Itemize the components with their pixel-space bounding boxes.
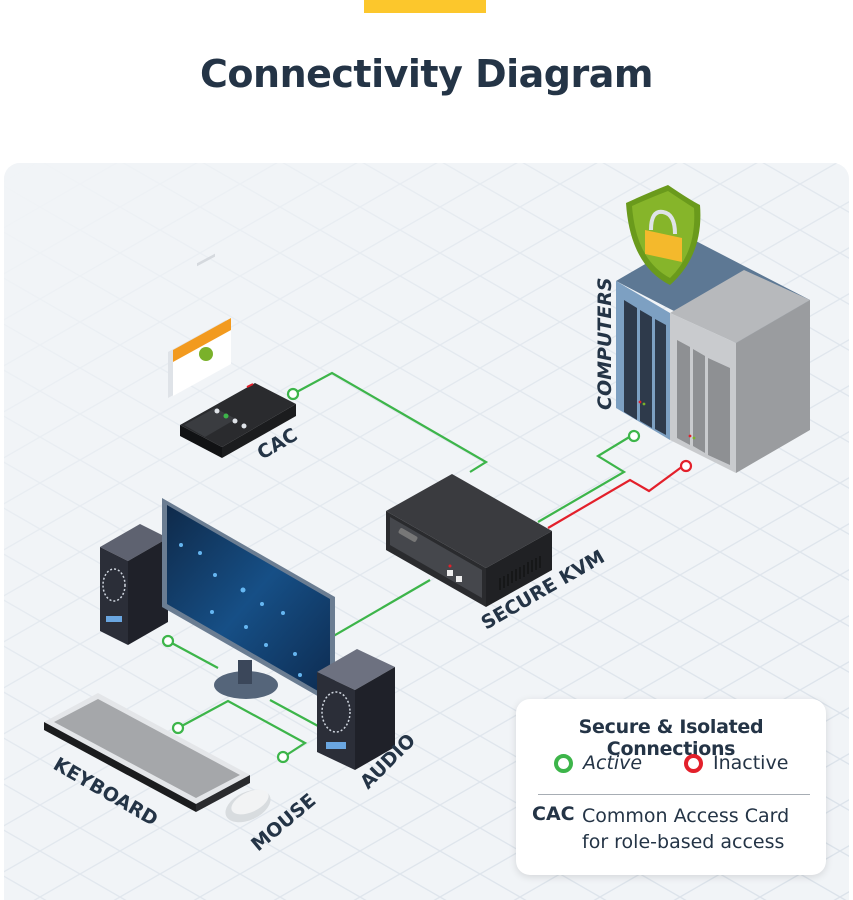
keyboard <box>44 693 250 812</box>
legend-card: Secure & Isolated Connections Active Ina… <box>516 699 826 875</box>
inactive-ring-icon <box>684 753 703 773</box>
active-ring-icon <box>554 753 573 773</box>
speaker-right-audio <box>317 649 395 770</box>
connection-keyboard <box>177 699 308 757</box>
legend-abbreviation-definition: Common Access Card for role-based access <box>582 805 790 853</box>
legend-abbreviation: CAC <box>532 803 575 825</box>
computers <box>616 238 810 473</box>
legend-divider <box>538 794 810 795</box>
page-title: Connectivity Diagram <box>200 52 653 96</box>
legend-label-active: Active <box>583 752 643 774</box>
label-computers: COMPUTERS <box>594 277 616 410</box>
legend-title: Secure & Isolated Connections <box>578 716 764 760</box>
port-keyboard <box>171 721 185 735</box>
monitor <box>162 498 335 706</box>
connection-audio <box>269 699 319 727</box>
secure-kvm <box>386 474 552 607</box>
speaker-left <box>100 524 168 645</box>
accent-bar <box>364 0 486 13</box>
login-window-icon <box>168 253 231 398</box>
connection-monitor-left <box>167 640 219 669</box>
connection-kvm-monitor <box>329 579 431 639</box>
legend-label-inactive: Inactive <box>713 752 789 774</box>
shield-lock-icon <box>626 185 701 285</box>
port-computers-active <box>627 429 641 443</box>
port-monitor <box>161 634 175 648</box>
connection-kvm-computers-inactive <box>547 465 684 529</box>
port-mouse <box>276 750 290 764</box>
port-computers-inactive <box>679 459 693 473</box>
port-cac <box>286 387 300 401</box>
legend-item-active: Active <box>554 752 642 774</box>
diagram-panel: CAC SECURE KVM <box>4 163 849 900</box>
connectivity-diagram: CAC SECURE KVM <box>4 163 849 900</box>
legend-item-inactive: Inactive <box>684 752 788 774</box>
mouse <box>225 789 271 823</box>
connection-kvm-computers-active <box>537 435 632 523</box>
cac-reader <box>180 383 296 458</box>
connection-cac-kvm <box>292 371 489 473</box>
